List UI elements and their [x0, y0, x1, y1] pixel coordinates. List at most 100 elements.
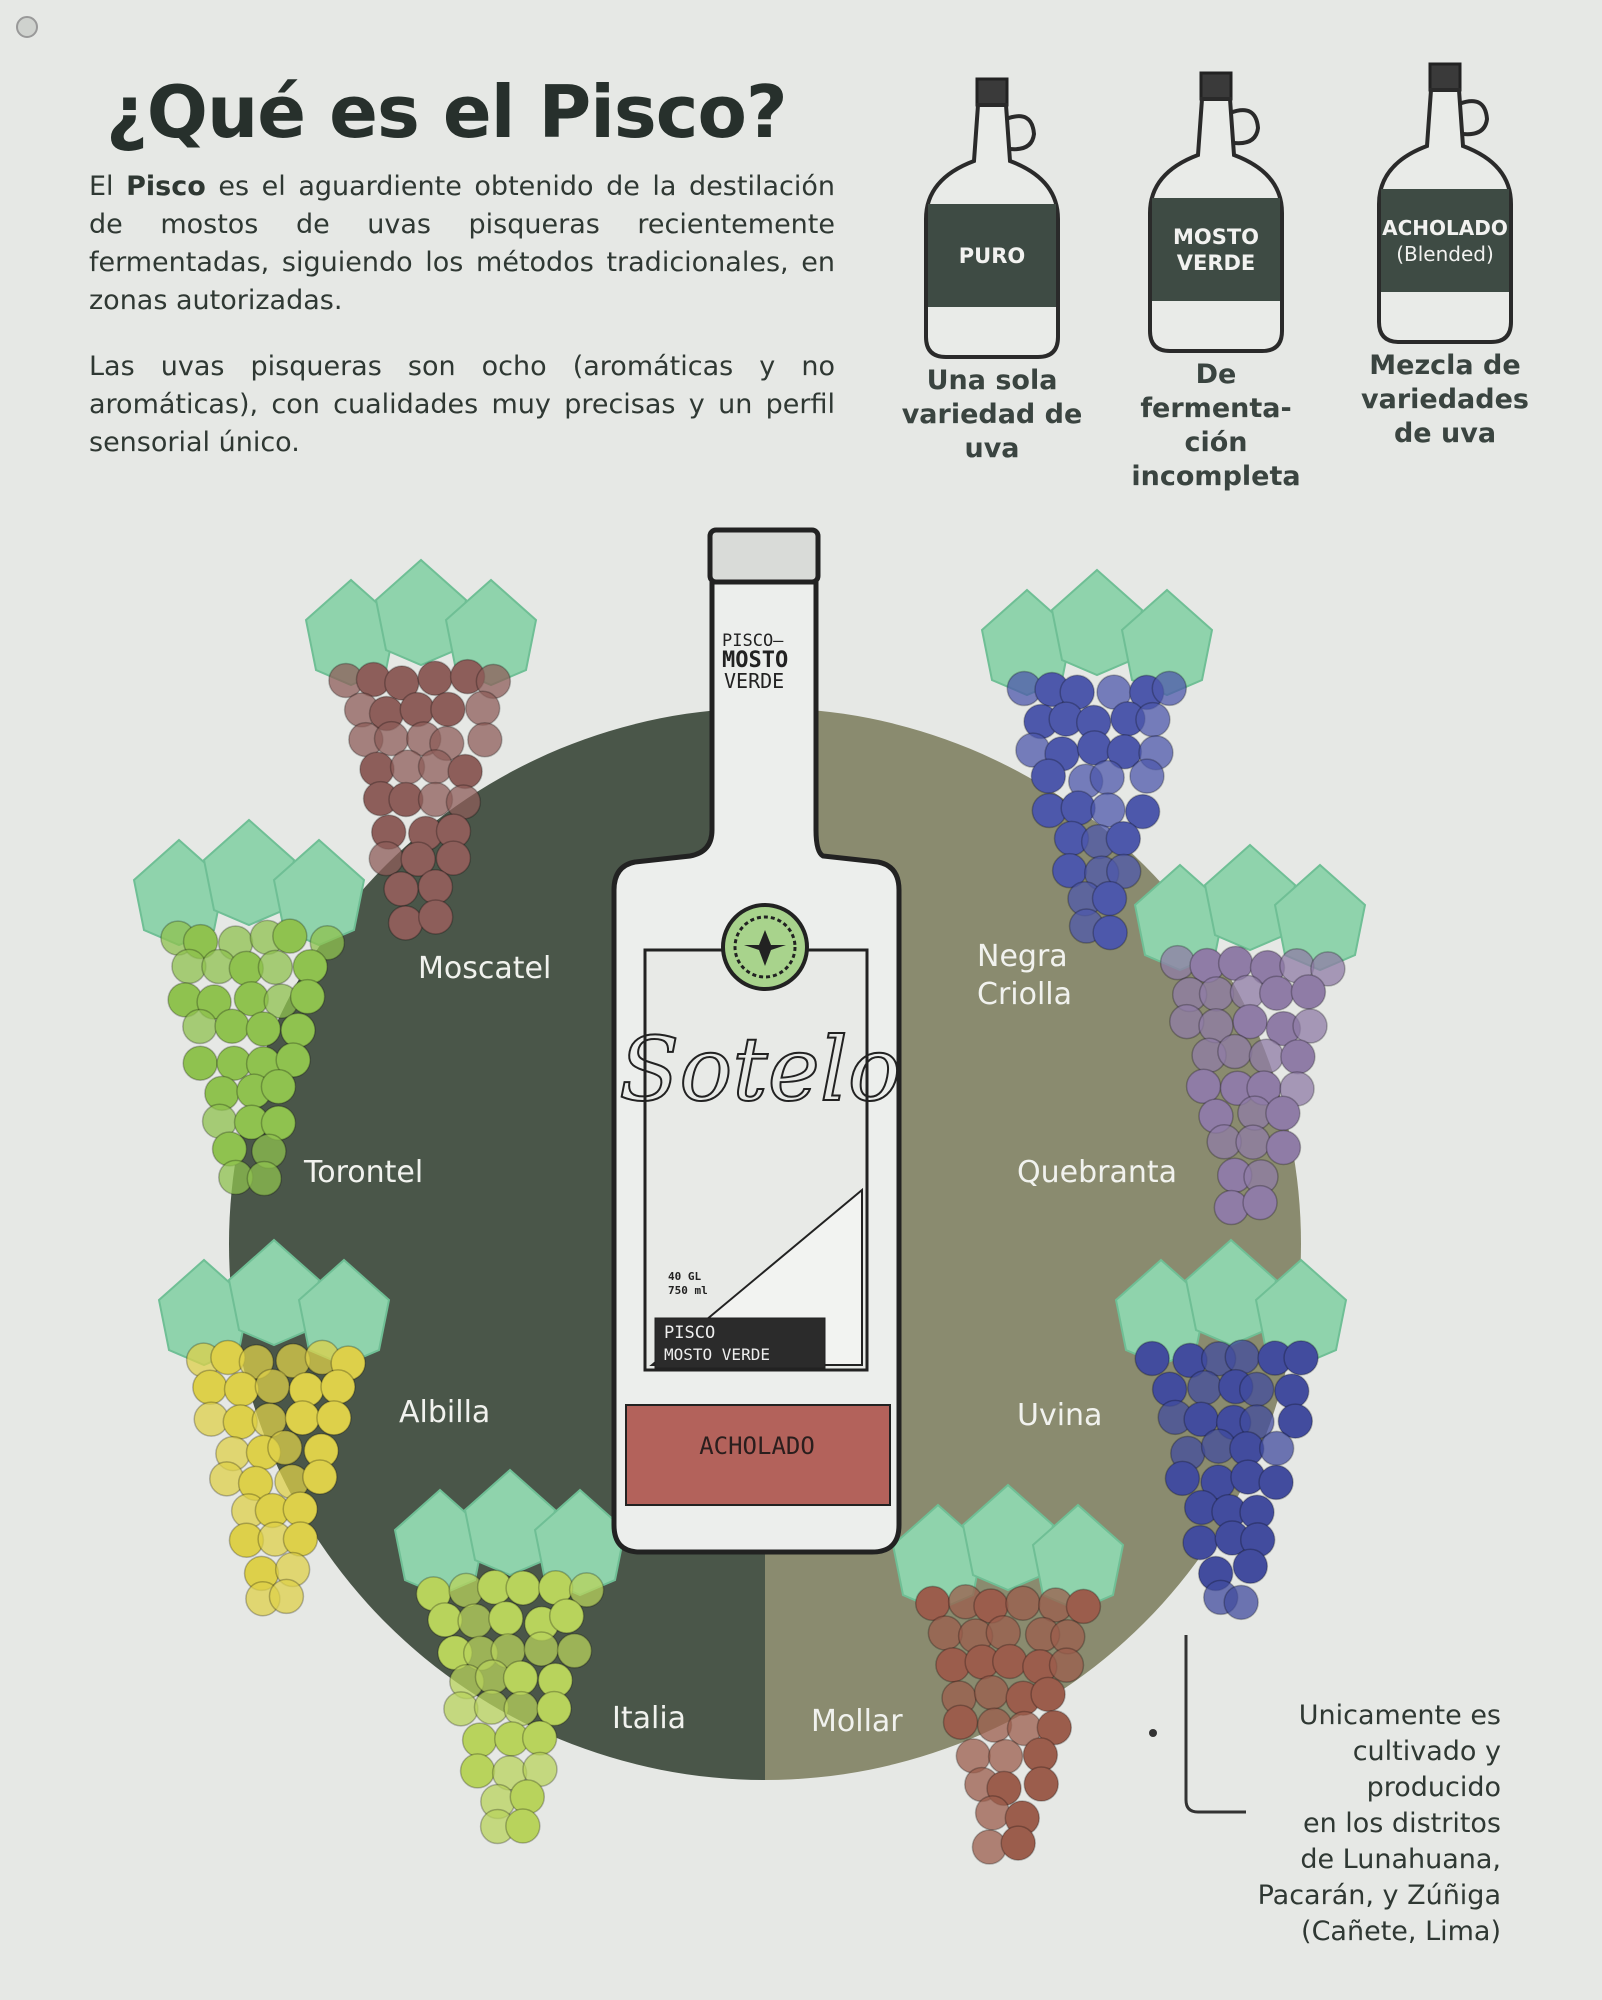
grape-berry — [459, 1753, 496, 1789]
grape-berry — [289, 978, 326, 1015]
grape-berry — [1232, 1003, 1268, 1040]
caption-line: variedad de — [901, 399, 1083, 430]
grape-berry — [503, 1690, 539, 1727]
grape-cluster-negra-criolla — [980, 568, 1214, 951]
grape-berry — [1274, 1373, 1310, 1409]
grape-berry — [1124, 793, 1161, 830]
grape-berry — [488, 1600, 524, 1637]
grape-berry — [505, 1808, 541, 1844]
grape-label-negra-criolla: Negra Criolla — [977, 939, 1073, 1012]
grape-berry — [1186, 1369, 1223, 1406]
grape-berry — [1265, 1095, 1301, 1131]
intro-paragraph-2: Las uvas pisqueras son ocho (aromáticas … — [89, 351, 835, 458]
box-label-line: PISCO — [664, 1323, 715, 1343]
leaf-icon — [1203, 843, 1297, 952]
grape-label-uvina: Uvina — [1017, 1398, 1103, 1433]
grape-berry — [246, 1160, 283, 1197]
grape-berry — [435, 840, 472, 876]
grape-cluster-quebranta — [1133, 843, 1367, 1226]
caption-line: variedades — [1361, 384, 1529, 415]
grape-berry — [1283, 1340, 1319, 1376]
grape-berry — [316, 1400, 352, 1436]
grape-berry — [320, 1369, 356, 1405]
grape-cluster-albilla — [157, 1238, 391, 1617]
grape-cluster-mollar — [891, 1483, 1125, 1865]
grape-berry — [568, 1572, 605, 1608]
grape-berry — [1242, 1184, 1278, 1221]
grape-berry — [282, 1491, 318, 1527]
grape-berry — [1000, 1825, 1036, 1861]
grape-berry — [1258, 1464, 1294, 1501]
caption-line: Mezcla de — [1369, 350, 1521, 381]
jug-label-sub: (Blended) — [1396, 241, 1494, 266]
jug-cap — [975, 77, 1009, 107]
leaf-icon — [202, 818, 296, 927]
grape-berry — [1164, 1460, 1201, 1497]
grape-berry — [1135, 701, 1171, 738]
page-title: ¿Qué es el Pisco? — [106, 70, 788, 154]
bottle-cap — [707, 527, 821, 585]
grape-berry — [1235, 1124, 1271, 1160]
jug-cap — [1428, 62, 1462, 92]
grape-berry — [1091, 880, 1128, 917]
grape-berry — [1089, 759, 1125, 796]
volume-text: 750 ml — [668, 1284, 708, 1297]
grape-berry — [467, 722, 503, 758]
grape-berry — [1030, 1676, 1066, 1713]
grape-berry — [447, 753, 483, 790]
grape-berry — [1290, 974, 1327, 1010]
jug-label-sub: VERDE — [1176, 250, 1256, 275]
grape-berry — [987, 1738, 1024, 1775]
grape-clusters — [132, 558, 1367, 1865]
neck-label-line: PISCO— — [722, 631, 784, 651]
grape-berry — [461, 1722, 498, 1758]
grape-berry — [260, 1068, 297, 1105]
jug-label-title: ACHOLADO — [1382, 215, 1508, 240]
grape-berry — [359, 751, 395, 787]
jug-label-band — [928, 204, 1056, 307]
grape-berry — [927, 1615, 964, 1651]
grape-berry — [182, 1008, 218, 1045]
grape-berry — [1217, 1033, 1253, 1070]
footnote-line: (Cañete, Lima) — [1301, 1916, 1501, 1947]
grape-berry — [1048, 1647, 1085, 1683]
grape-berry — [1310, 951, 1346, 987]
grape-berry — [257, 949, 294, 986]
pisco-type-jugs — [924, 62, 1513, 359]
jug-label-band — [1152, 198, 1280, 301]
jug-label-3: ACHOLADO(Blended) — [1375, 189, 1515, 292]
grape-berry — [548, 1598, 585, 1634]
footnote-line: Pacarán, y Zúñiga — [1257, 1880, 1501, 1911]
grape-berry — [1030, 758, 1067, 794]
grape-label-quebranta: Quebranta — [1017, 1155, 1178, 1190]
grape-berry — [502, 1660, 539, 1696]
grape-berry — [417, 868, 454, 905]
grape-berry — [384, 665, 420, 701]
grape-berry — [272, 918, 308, 954]
brand-logo: Sotelo — [619, 1018, 901, 1121]
grape-berry — [1280, 1038, 1316, 1075]
grape-berry — [309, 924, 346, 961]
grape-label-torontel: Torontel — [304, 1155, 424, 1190]
bird-icon — [744, 930, 786, 966]
grape-berry — [1065, 1588, 1102, 1625]
jug-1 — [924, 77, 1060, 359]
pisco-bottle — [611, 527, 902, 1555]
caption-line: uva — [964, 433, 1020, 464]
grape-cluster-moscatel — [304, 558, 538, 941]
grape-berry — [267, 1429, 303, 1466]
grape-berry — [1238, 1371, 1275, 1408]
grape-berry — [1060, 790, 1096, 826]
grape-berry — [505, 1570, 541, 1606]
grape-berry — [1151, 670, 1188, 707]
grape-berry — [974, 1795, 1011, 1831]
grape-cluster-torontel — [132, 818, 366, 1197]
bottle-band — [625, 1404, 891, 1506]
caption-line: ción — [1184, 427, 1248, 458]
grape-berry — [976, 1707, 1013, 1743]
footnote-line: de Lunahuana, — [1300, 1844, 1501, 1875]
grape-berry — [1292, 1008, 1328, 1044]
